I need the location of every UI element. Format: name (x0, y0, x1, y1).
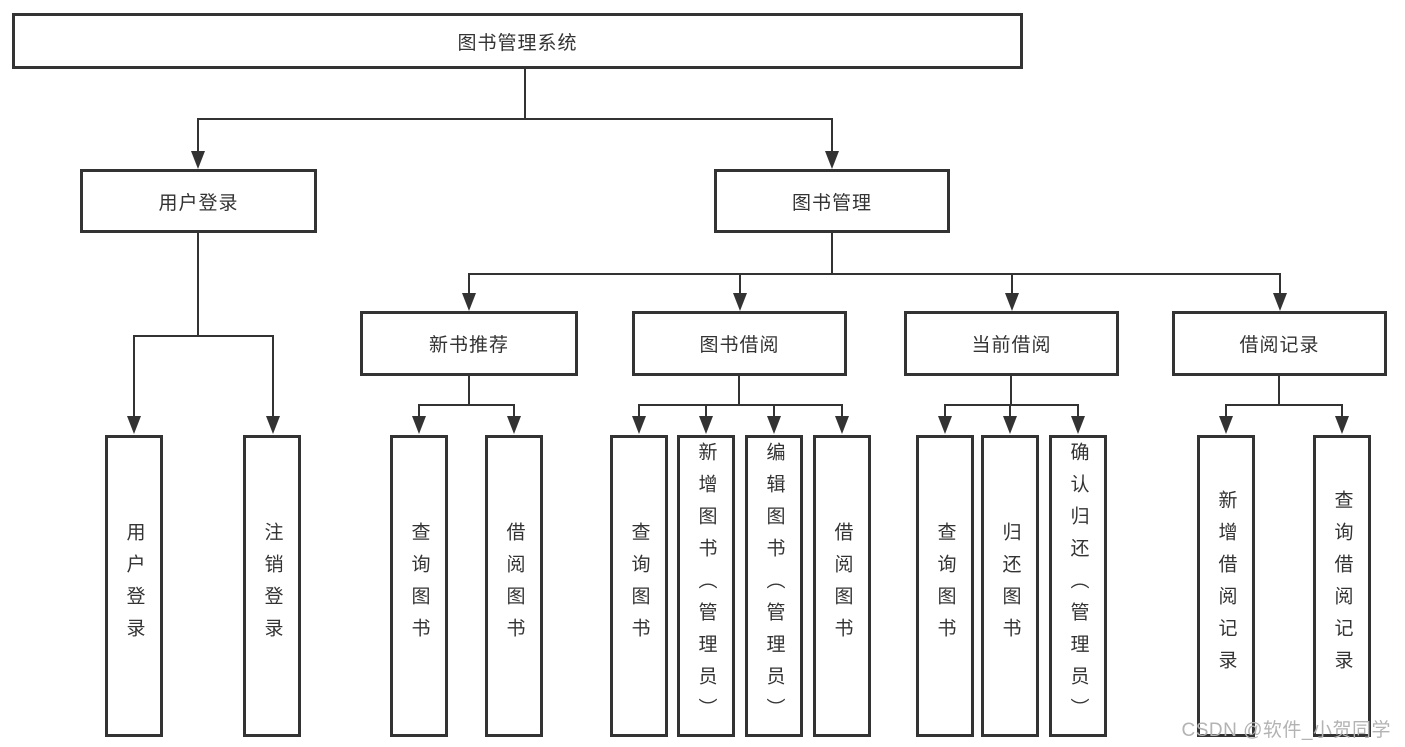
arrow-down-icon (191, 151, 205, 169)
arrow-down-icon (767, 416, 781, 434)
node-user-login-group: 用户登录 (80, 169, 317, 233)
connector-line (1011, 273, 1013, 295)
connector-line (738, 376, 740, 406)
arrow-down-icon (266, 416, 280, 434)
arrow-down-icon (1273, 293, 1287, 311)
arrow-down-icon (1005, 293, 1019, 311)
node-user-login: 用户登录 (105, 435, 163, 737)
node-root: 图书管理系统 (12, 13, 1023, 69)
csdn-watermark: CSDN @软件_小贺同学 (1181, 720, 1391, 741)
connector-line (705, 404, 707, 419)
connector-line (418, 404, 420, 419)
arrow-down-icon (835, 416, 849, 434)
node-cb-return-books: 归还图书 (981, 435, 1039, 737)
connector-line (272, 335, 274, 419)
connector-line (944, 404, 1079, 406)
arrow-down-icon (733, 293, 747, 311)
node-logout: 注销登录 (243, 435, 301, 737)
connector-line (1225, 404, 1227, 419)
node-book-borrow: 图书借阅 (632, 311, 847, 376)
connector-line (197, 233, 199, 337)
arrow-down-icon (1335, 416, 1349, 434)
arrow-down-icon (699, 416, 713, 434)
connector-line (831, 233, 833, 275)
node-book-management: 图书管理 (714, 169, 950, 233)
node-bb-query-books: 查询图书 (610, 435, 668, 737)
node-nb-query-books: 查询图书 (390, 435, 448, 737)
connector-line (831, 118, 833, 154)
connector-line (1341, 404, 1343, 419)
arrow-down-icon (412, 416, 426, 434)
arrow-down-icon (507, 416, 521, 434)
connector-line (1279, 273, 1281, 295)
node-cb-confirm-return-admin: 确认归还（管理员） (1049, 435, 1107, 737)
node-borrow-records: 借阅记录 (1172, 311, 1387, 376)
node-bb-edit-books-admin: 编辑图书（管理员） (745, 435, 803, 737)
connector-line (468, 273, 1281, 275)
connector-line (638, 404, 640, 419)
connector-line (197, 118, 199, 154)
connector-line (468, 273, 470, 295)
node-bb-borrow-books: 借阅图书 (813, 435, 871, 737)
connector-line (133, 335, 135, 419)
connector-line (418, 404, 515, 406)
connector-line (1225, 404, 1343, 406)
node-cb-query-books: 查询图书 (916, 435, 974, 737)
node-new-book-recommend: 新书推荐 (360, 311, 578, 376)
arrow-down-icon (1219, 416, 1233, 434)
connector-line (524, 67, 526, 119)
connector-line (944, 404, 946, 419)
arrow-down-icon (632, 416, 646, 434)
node-nb-borrow-books: 借阅图书 (485, 435, 543, 737)
connector-line (739, 273, 741, 295)
connector-line (1009, 404, 1011, 419)
connector-line (1077, 404, 1079, 419)
connector-line (468, 376, 470, 406)
node-br-query-record: 查询借阅记录 (1313, 435, 1371, 737)
connector-line (638, 404, 843, 406)
node-bb-add-books-admin: 新增图书（管理员） (677, 435, 735, 737)
connector-line (513, 404, 515, 419)
connector-line (133, 335, 274, 337)
arrow-down-icon (1071, 416, 1085, 434)
arrow-down-icon (127, 416, 141, 434)
connector-line (1010, 376, 1012, 406)
arrow-down-icon (938, 416, 952, 434)
connector-line (773, 404, 775, 419)
node-current-borrow: 当前借阅 (904, 311, 1119, 376)
arrow-down-icon (1003, 416, 1017, 434)
arrow-down-icon (462, 293, 476, 311)
connector-line (197, 118, 833, 120)
node-br-add-record: 新增借阅记录 (1197, 435, 1255, 737)
connector-line (1278, 376, 1280, 406)
arrow-down-icon (825, 151, 839, 169)
connector-line (841, 404, 843, 419)
